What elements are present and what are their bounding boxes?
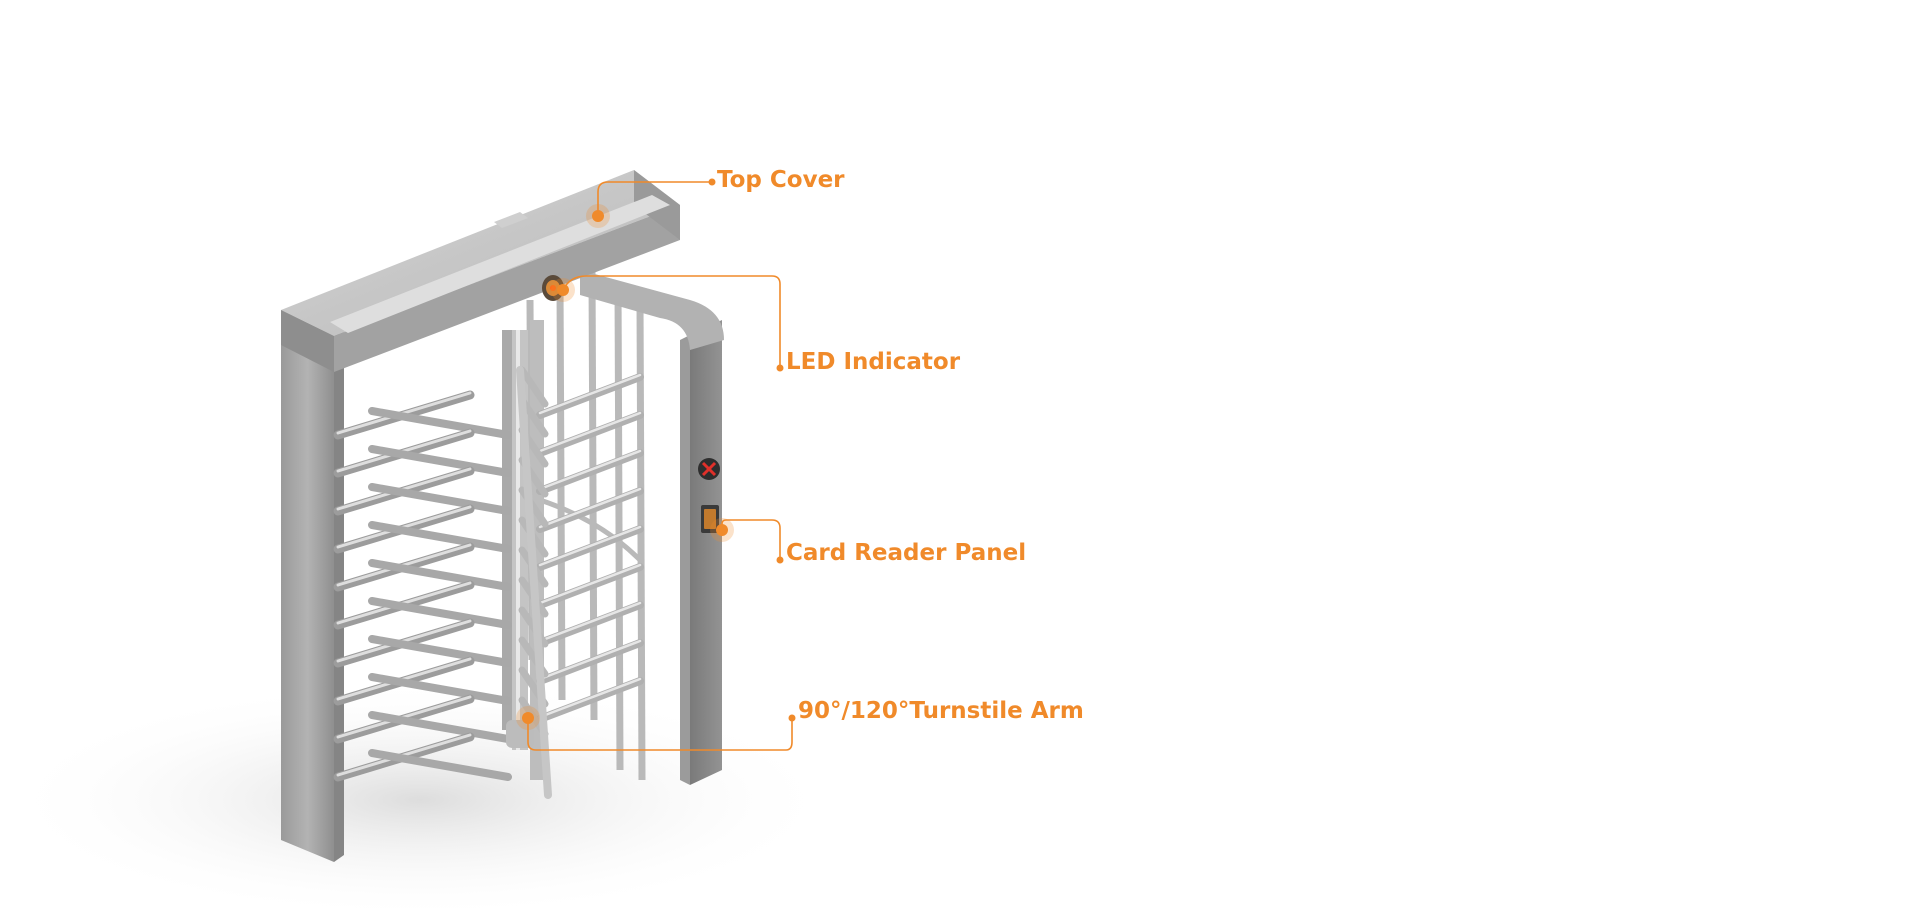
left-post xyxy=(281,310,344,862)
left-bar xyxy=(333,732,512,782)
rear-bar xyxy=(536,677,644,723)
left-bar xyxy=(333,542,512,592)
rear-bar xyxy=(536,639,644,685)
rear-bar xyxy=(536,449,644,495)
callout-leader-line xyxy=(597,181,712,216)
callout-leader-line xyxy=(527,718,793,751)
rear-bar xyxy=(536,411,644,457)
rear-bar xyxy=(536,487,644,533)
front-arm-long xyxy=(516,366,552,799)
left-bar xyxy=(333,504,512,554)
callout-end-dot xyxy=(776,556,784,564)
callout-end-dot xyxy=(776,364,784,372)
rear-bars xyxy=(536,373,644,723)
left-bar xyxy=(333,466,512,516)
callout-end-dot xyxy=(788,714,796,722)
floor-shadow xyxy=(0,680,840,920)
left-bar xyxy=(333,428,512,478)
rear-bar xyxy=(536,373,644,419)
callout-leader-line xyxy=(721,519,781,560)
left-bar xyxy=(333,656,512,706)
callout-card-reader-panel xyxy=(710,518,784,564)
rear-bar xyxy=(536,601,644,647)
left-bar xyxy=(333,694,512,744)
callout-label-top-cover: Top Cover xyxy=(717,167,845,193)
top-beam xyxy=(281,170,680,372)
left-bar xyxy=(333,618,512,668)
callout-leader-line xyxy=(562,275,781,368)
callout-target-dot xyxy=(522,712,534,724)
callout-label-card-reader-panel: Card Reader Panel xyxy=(786,540,1027,566)
callout-label-turnstile-arm: 90°/120°Turnstile Arm xyxy=(798,698,1084,724)
left-bar xyxy=(333,390,512,440)
callout-led-indicator xyxy=(551,275,784,372)
callout-label-led-indicator: LED Indicator xyxy=(786,349,961,375)
left-bars xyxy=(333,390,512,782)
callout-target-dot xyxy=(716,524,728,536)
led-indicator-lamp xyxy=(542,275,564,301)
callout-target-dot xyxy=(592,210,604,222)
card-reader xyxy=(701,505,719,533)
callout-turnstile-arm xyxy=(516,706,796,751)
callout-end-dot xyxy=(708,178,716,186)
front-arms xyxy=(516,366,552,799)
left-bar xyxy=(333,580,512,630)
rear-bar xyxy=(536,563,644,609)
callout-target-dot xyxy=(557,284,569,296)
rear-bar xyxy=(536,525,644,571)
status-x-indicator xyxy=(698,458,720,480)
right-post xyxy=(580,270,724,785)
callout-top-cover xyxy=(586,178,716,228)
front-arm xyxy=(518,366,549,408)
